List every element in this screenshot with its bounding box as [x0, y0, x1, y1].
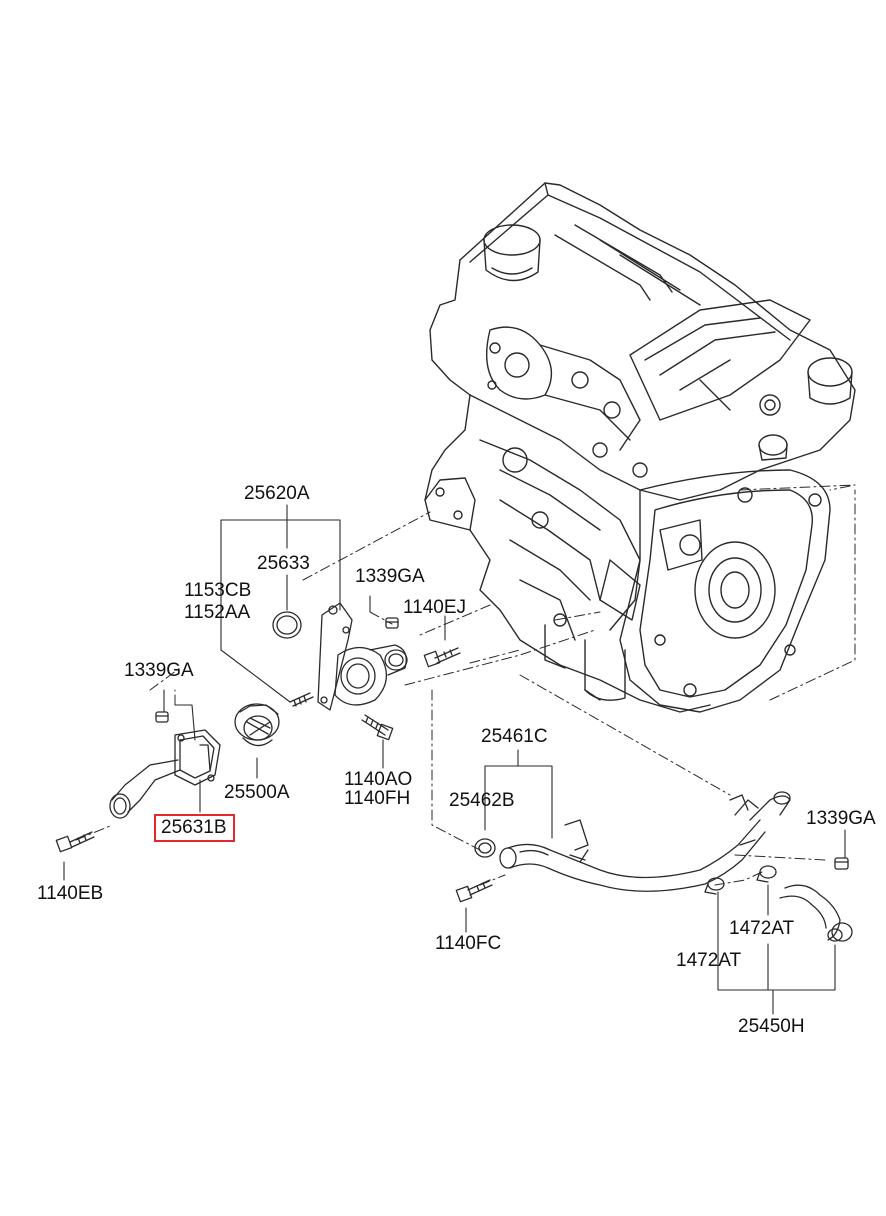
- small-parts: [56, 603, 852, 941]
- label-1140eb: 1140EB: [37, 883, 104, 904]
- projection-lines: [76, 485, 855, 885]
- label-25461c: 25461C: [481, 726, 548, 747]
- leader-lines: [64, 505, 845, 1014]
- label-1339ga-left: 1339GA: [124, 660, 194, 681]
- label-25633: 25633: [257, 553, 310, 574]
- engine-block-drawing: [425, 183, 855, 712]
- label-1140fh: 1140FH: [344, 788, 411, 809]
- label-1152aa: 1152AA: [184, 602, 251, 623]
- label-1472at-left: 1472AT: [676, 950, 742, 971]
- label-25620a: 25620A: [244, 483, 310, 504]
- label-1339ga-right: 1339GA: [806, 808, 876, 829]
- label-1339ga-top: 1339GA: [355, 566, 425, 587]
- label-1140fc: 1140FC: [435, 933, 502, 954]
- label-1472at-right: 1472AT: [729, 918, 795, 939]
- label-25462b: 25462B: [449, 790, 515, 811]
- label-1140ej: 1140EJ: [403, 597, 467, 618]
- label-1140ao: 1140AO: [344, 769, 413, 790]
- label-25631b-highlighted: 25631B: [154, 814, 235, 842]
- label-25500a: 25500A: [224, 782, 290, 803]
- label-25450h: 25450H: [738, 1016, 805, 1037]
- label-1153cb: 1153CB: [184, 580, 252, 601]
